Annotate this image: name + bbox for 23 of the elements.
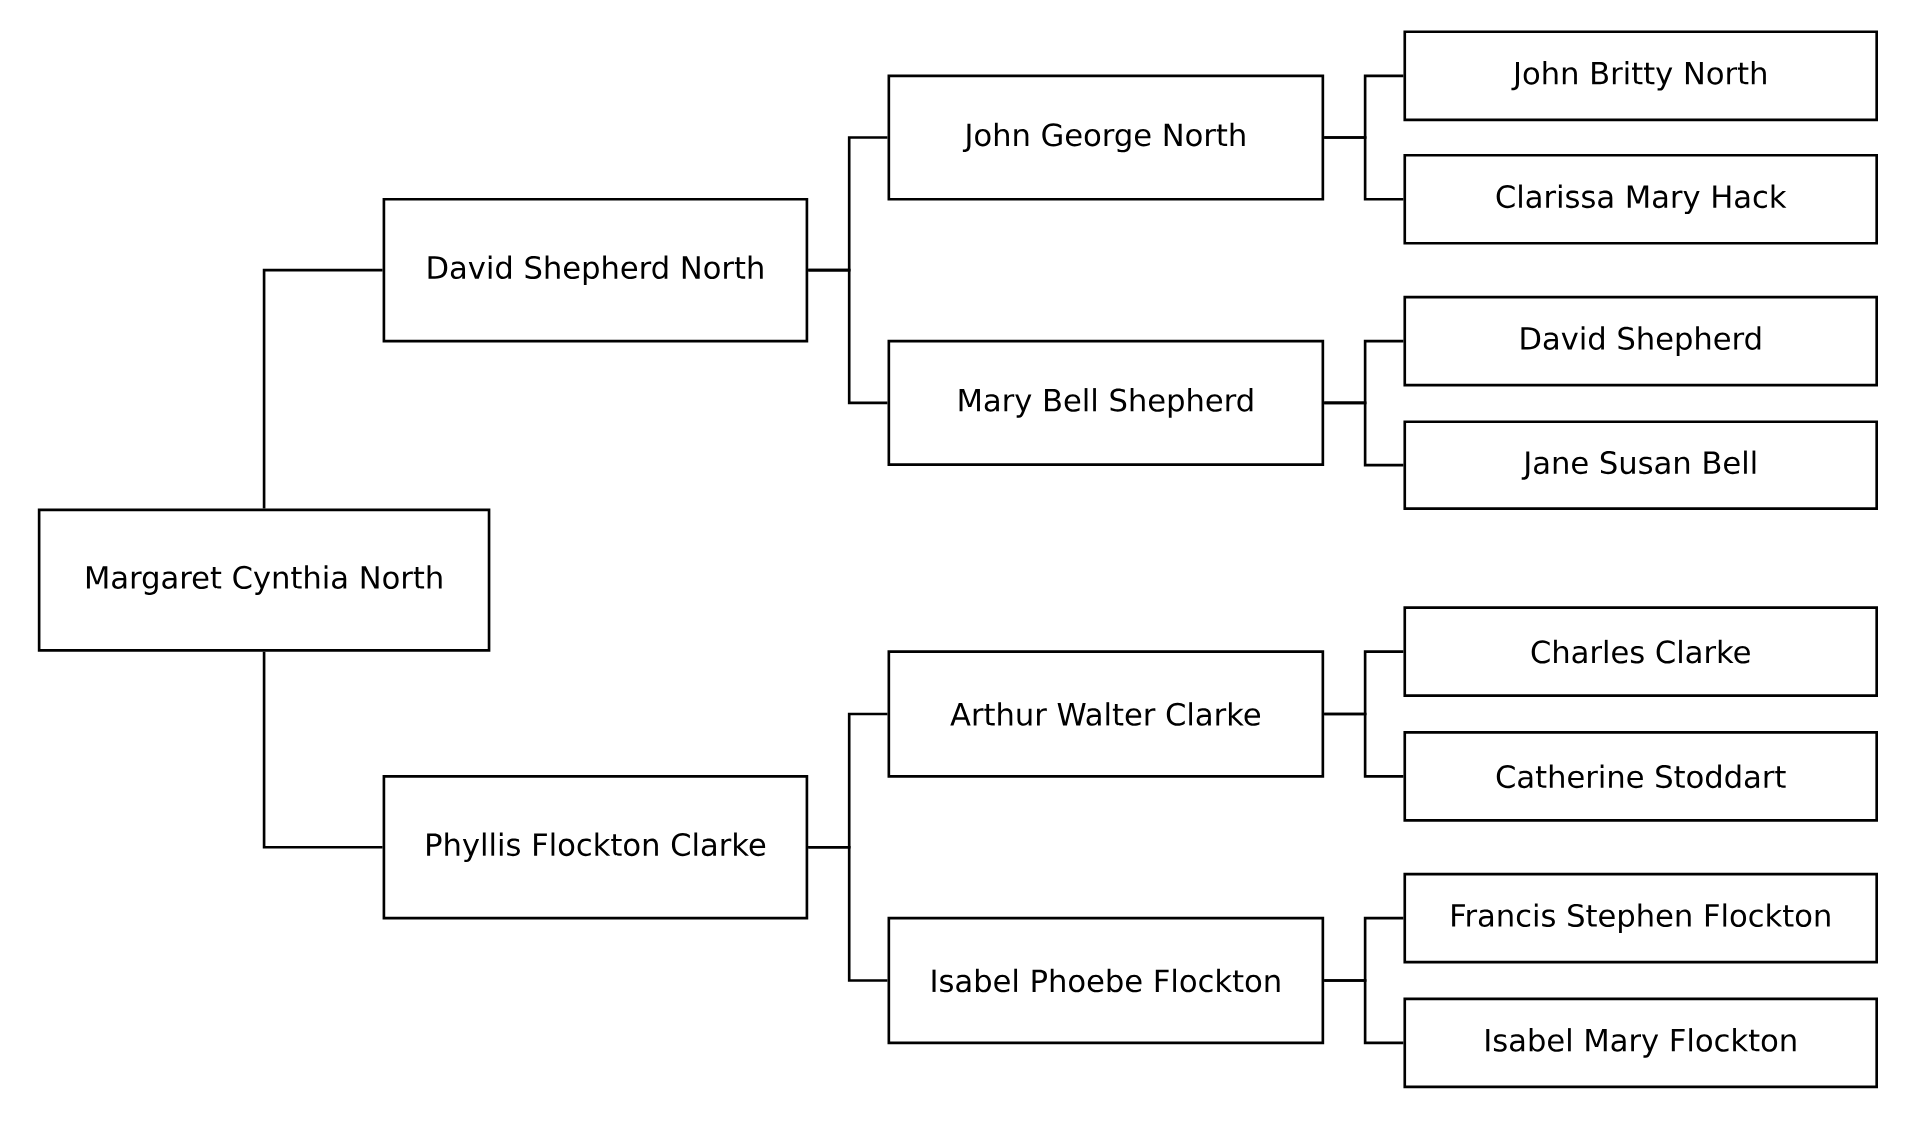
person-box: Mary Bell Shepherd — [887, 339, 1325, 466]
person-box: John Britty North — [1403, 30, 1878, 121]
connector-line — [1324, 979, 1404, 1045]
connector-line — [808, 845, 888, 982]
connector-line — [262, 268, 383, 509]
person-box: Phyllis Flockton Clarke — [382, 774, 809, 920]
person-box: Isabel Mary Flockton — [1403, 997, 1878, 1089]
connector-line — [1324, 136, 1404, 201]
person-box: Charles Clarke — [1403, 606, 1878, 697]
person-box: David Shepherd — [1403, 295, 1878, 387]
connector-line — [808, 268, 888, 404]
connector-line — [262, 651, 383, 849]
person-box: John George North — [887, 74, 1325, 201]
person-box: Arthur Walter Clarke — [887, 650, 1325, 778]
connector-line — [1324, 712, 1404, 778]
person-box: David Shepherd North — [382, 197, 809, 343]
person-box: Catherine Stoddart — [1403, 730, 1878, 822]
connector-line — [1324, 401, 1404, 467]
person-box: Jane Susan Bell — [1403, 420, 1878, 510]
person-box: Isabel Phoebe Flockton — [887, 916, 1325, 1045]
person-box: Francis Stephen Flockton — [1403, 872, 1878, 964]
person-box: Margaret Cynthia North — [37, 508, 491, 652]
person-box: Clarissa Mary Hack — [1403, 153, 1878, 245]
